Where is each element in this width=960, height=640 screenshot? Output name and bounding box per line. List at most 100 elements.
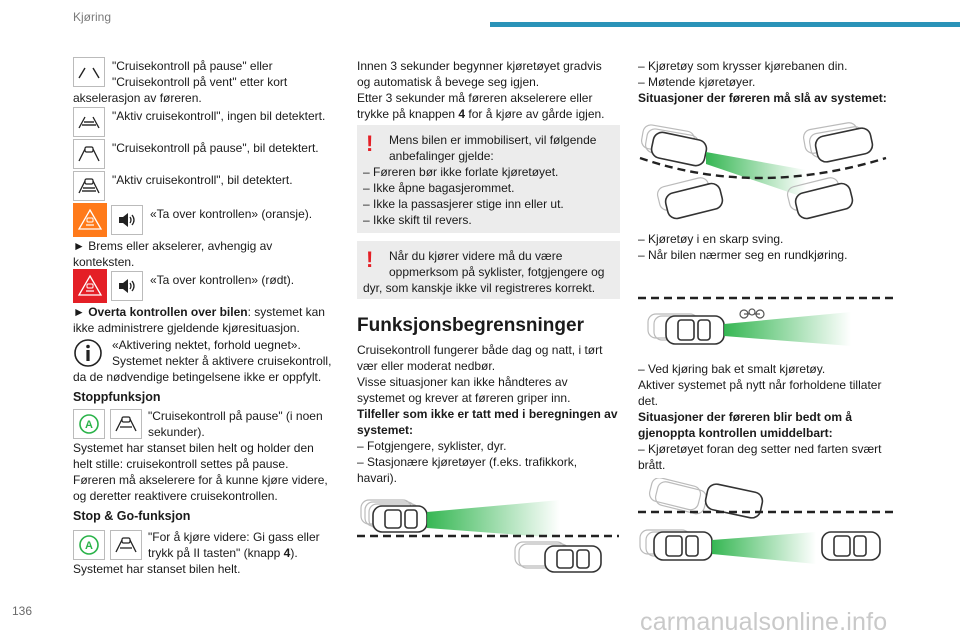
col3-l5: – Når bilen nærmer seg en rundkjøring. (638, 248, 848, 262)
page-number: 136 (12, 604, 33, 618)
pause-vehicle-text: "Cruisekontroll på pause", bil detektert… (112, 141, 319, 155)
col2-b5: Tilfeller som ikke er tatt med i beregni… (357, 407, 618, 421)
car-illustration (650, 131, 708, 167)
warn1-line1: Mens bilen er immobilisert, vil følgende (389, 133, 597, 147)
car-illustration (544, 545, 602, 573)
col3-l6: – Ved kjøring bak et smalt kjøretøy. (638, 362, 826, 376)
col3-l12: brått. (638, 458, 666, 472)
col3-l1: – Kjøretøy som krysser kjørebanen din. (638, 59, 848, 73)
svg-text:A: A (85, 540, 93, 552)
pause-text-line1: "Cruisekontroll på pause" eller (112, 59, 273, 73)
col2-b4: systemet og krever at føreren griper inn… (357, 391, 571, 405)
green-a-icon: A (73, 530, 105, 560)
col3-l2: – Møtende kjøretøyer. (638, 75, 756, 89)
svg-text:A: A (85, 419, 93, 431)
stopgo-icon-text-line1: "For å kjøre videre: Gi gass eller (148, 530, 320, 544)
pause-vehicle-icon (110, 409, 142, 439)
pause-vehicle-icon (73, 139, 105, 169)
stopgo-heading: Stop & Go-funksjon (73, 509, 191, 523)
warn1-line5: – Ikke la passasjerer stige inn eller ut… (363, 197, 564, 211)
col2-b6: systemet: (357, 423, 414, 437)
col3-l4: – Kjøretøy i en skarp sving. (638, 232, 784, 246)
stopgo-p1: Systemet har stanset bilen helt. (73, 562, 241, 576)
section-title: Kjøring (73, 10, 112, 24)
overta-rest: : systemet kan (247, 305, 325, 319)
col2-b1: Cruisekontroll fungerer både dag og natt… (357, 343, 603, 357)
car-illustration (821, 531, 881, 561)
car-illustration (664, 182, 854, 220)
col3-l9: Situasjoner der føreren blir bedt om å (638, 410, 853, 424)
stop-p4: og deretter reaktivere cruisekontrollen. (73, 489, 278, 503)
col2-p1: Innen 3 sekunder begynner kjøretøyet gra… (357, 59, 602, 73)
pause-cruise-icon (73, 57, 105, 87)
illustration-narrow-vehicle (636, 286, 900, 352)
col2-b7: – Fotgjengere, syklister, dyr. (357, 439, 507, 453)
col2-p4: trykke på knappen 4 for å kjøre av gårde… (357, 106, 605, 122)
takeover-red-icon (73, 269, 107, 303)
stop-icon-text-line2: sekunder). (148, 425, 205, 439)
green-a-icon: A (73, 409, 105, 439)
warn1-line6: – Ikke skift til revers. (363, 213, 472, 227)
refused-text-line2: Systemet nekter å aktivere cruisekontrol… (112, 354, 332, 368)
col3-l8: det. (638, 394, 659, 408)
takeover-orange-text: «Ta over kontrollen» (oransje). (150, 207, 313, 221)
overta-text-line1: ► Overta kontrollen over bilen: systemet… (73, 304, 325, 320)
col2-p4-c: for å kjøre av gårde igjen. (465, 107, 605, 121)
active-no-vehicle-icon (73, 107, 105, 137)
refused-text-line1: «Aktivering nektet, forhold uegnet». (112, 338, 301, 352)
stop-p3: Føreren må akselerere for å kunne kjøre … (73, 473, 328, 487)
header-accent-bar (490, 22, 960, 27)
car-illustration (653, 531, 713, 561)
illustration-sharp-curve (636, 118, 900, 228)
sound-icon (111, 205, 143, 235)
pause-text-line2: "Cruisekontroll på vent" etter kort (112, 75, 288, 89)
stop-p1: Systemet har stanset bilen helt og holde… (73, 441, 314, 455)
col2-b8: – Stasjonære kjøretøyer (f.eks. trafikko… (357, 455, 578, 469)
stopgo-text-a: trykk på II tasten" (knapp (148, 546, 284, 560)
ghost-car-illustration (648, 477, 708, 515)
illustration-sudden-braking (636, 477, 900, 570)
illustration-stationary-vehicles (355, 492, 621, 576)
active-no-vehicle-text: "Aktiv cruisekontroll", ingen bil detekt… (112, 109, 326, 123)
col3-l7: Aktiver systemet på nytt når forholdene … (638, 378, 882, 392)
warn1-line2: anbefalinger gjelde: (389, 149, 494, 163)
warning-exclamation-icon: ! (366, 247, 374, 272)
stopgo-icon-text-line2: trykk på II tasten" (knapp 4). (148, 545, 298, 561)
info-icon (73, 338, 103, 368)
warning-box-cyclists: ! Når du kjører videre må du være oppmer… (357, 241, 620, 299)
pause-text-line3: akselerasjon av føreren. (73, 91, 202, 105)
stopgo-text-c: ). (290, 546, 298, 560)
watermark: carmanualsonline.info (640, 608, 888, 636)
active-vehicle-icon (73, 171, 105, 201)
col2-p3: Etter 3 sekunder må føreren akselerere e… (357, 91, 593, 105)
warn2-line1: Når du kjører videre må du være (389, 249, 563, 263)
stop-p2: helt stille: cruisekontroll settes på pa… (73, 457, 289, 471)
col2-p4-a: trykke på knappen (357, 107, 459, 121)
car-illustration (665, 315, 725, 345)
car-illustration (372, 505, 428, 533)
warn1-line4: – Ikke åpne bagasjerommet. (363, 181, 515, 195)
col2-p2: og automatisk å bevege seg igjen. (357, 75, 540, 89)
bicycle-illustration (739, 308, 765, 319)
col2-p4-button: 4 (458, 107, 466, 121)
warn2-line2: oppmerksom på syklister, fotgjengere og (389, 265, 605, 279)
stopgo-button-number: 4 (283, 546, 291, 560)
warning-box-immobilized: ! Mens bilen er immobilisert, vil følgen… (357, 125, 620, 233)
takeover-red-text: «Ta over kontrollen» (rødt). (150, 273, 295, 287)
car-illustration (814, 127, 874, 163)
warn1-line3: – Føreren bør ikke forlate kjøretøyet. (363, 165, 559, 179)
warning-exclamation-icon: ! (366, 131, 374, 156)
stop-heading: Stoppfunksjon (73, 390, 161, 404)
warn2-line3: dyr, som kanskje ikke vil registreres ko… (363, 281, 596, 295)
takeover-orange-icon (73, 203, 107, 237)
car-illustration (704, 483, 764, 519)
brake-text-line2: konteksten. (73, 255, 135, 269)
brake-text-line1: ► Brems eller akselerer, avhengig av (73, 239, 273, 253)
col2-b9: havari). (357, 471, 398, 485)
refused-text-line3: da de nødvendige betingelsene ikke er op… (73, 370, 322, 384)
overta-text-line2: ikke administrere gjeldende kjøresituasj… (73, 321, 300, 335)
section-heading: Funksjonsbegrensninger (357, 315, 584, 336)
col3-l11: – Kjøretøyet foran deg setter ned farten… (638, 442, 882, 456)
overta-bold: ► Overta kontrollen over bilen (73, 305, 248, 319)
sound-icon (111, 271, 143, 301)
